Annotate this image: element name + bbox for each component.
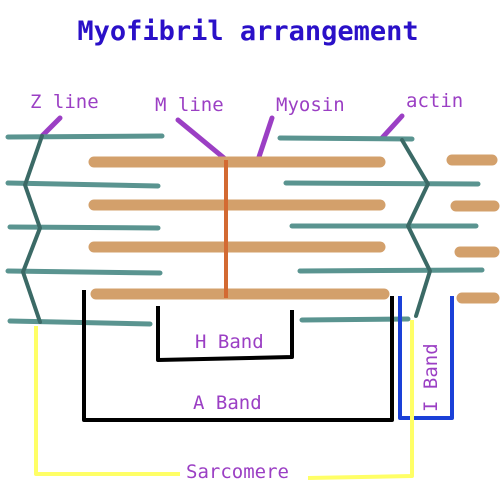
z-line-pointer — [39, 115, 63, 139]
actin-filament — [5, 133, 165, 140]
actin-pointer — [379, 113, 405, 141]
actin-filament — [7, 318, 153, 327]
actin-label: actin — [406, 90, 463, 112]
actin-filament — [277, 135, 415, 142]
diagram-title: Myofibril arrangement — [77, 16, 418, 47]
a-band-bracket — [82, 290, 394, 422]
actin-filament — [7, 224, 161, 231]
m-line-pointer — [175, 117, 227, 161]
sarcomere-bracket-left — [34, 326, 180, 476]
z-line-label: Z line — [30, 91, 99, 113]
i-band-label: I Band — [420, 343, 442, 412]
actin-filament — [5, 268, 163, 276]
actin-filament — [297, 267, 485, 274]
label-pointers — [39, 113, 405, 163]
z-lines — [21, 134, 432, 324]
m-line-label: M line — [155, 94, 224, 116]
myosin-pointer — [255, 115, 275, 163]
myosin-label: Myosin — [276, 94, 345, 116]
sarcomere-bracket-right — [307, 320, 414, 480]
a-band-label: A Band — [193, 392, 262, 414]
myosin-filaments — [88, 154, 500, 304]
h-band-bracket — [156, 306, 294, 362]
h-band-label: H Band — [195, 331, 264, 353]
z-line-right — [400, 138, 432, 318]
actin-filament — [283, 180, 481, 187]
actin-filament — [5, 180, 161, 189]
labels: Z line M line Myosin actin H Band A Band… — [30, 90, 463, 483]
i-band-bracket — [398, 296, 454, 420]
z-line-left — [21, 134, 44, 324]
sarcomere-label: Sarcomere — [186, 461, 289, 483]
